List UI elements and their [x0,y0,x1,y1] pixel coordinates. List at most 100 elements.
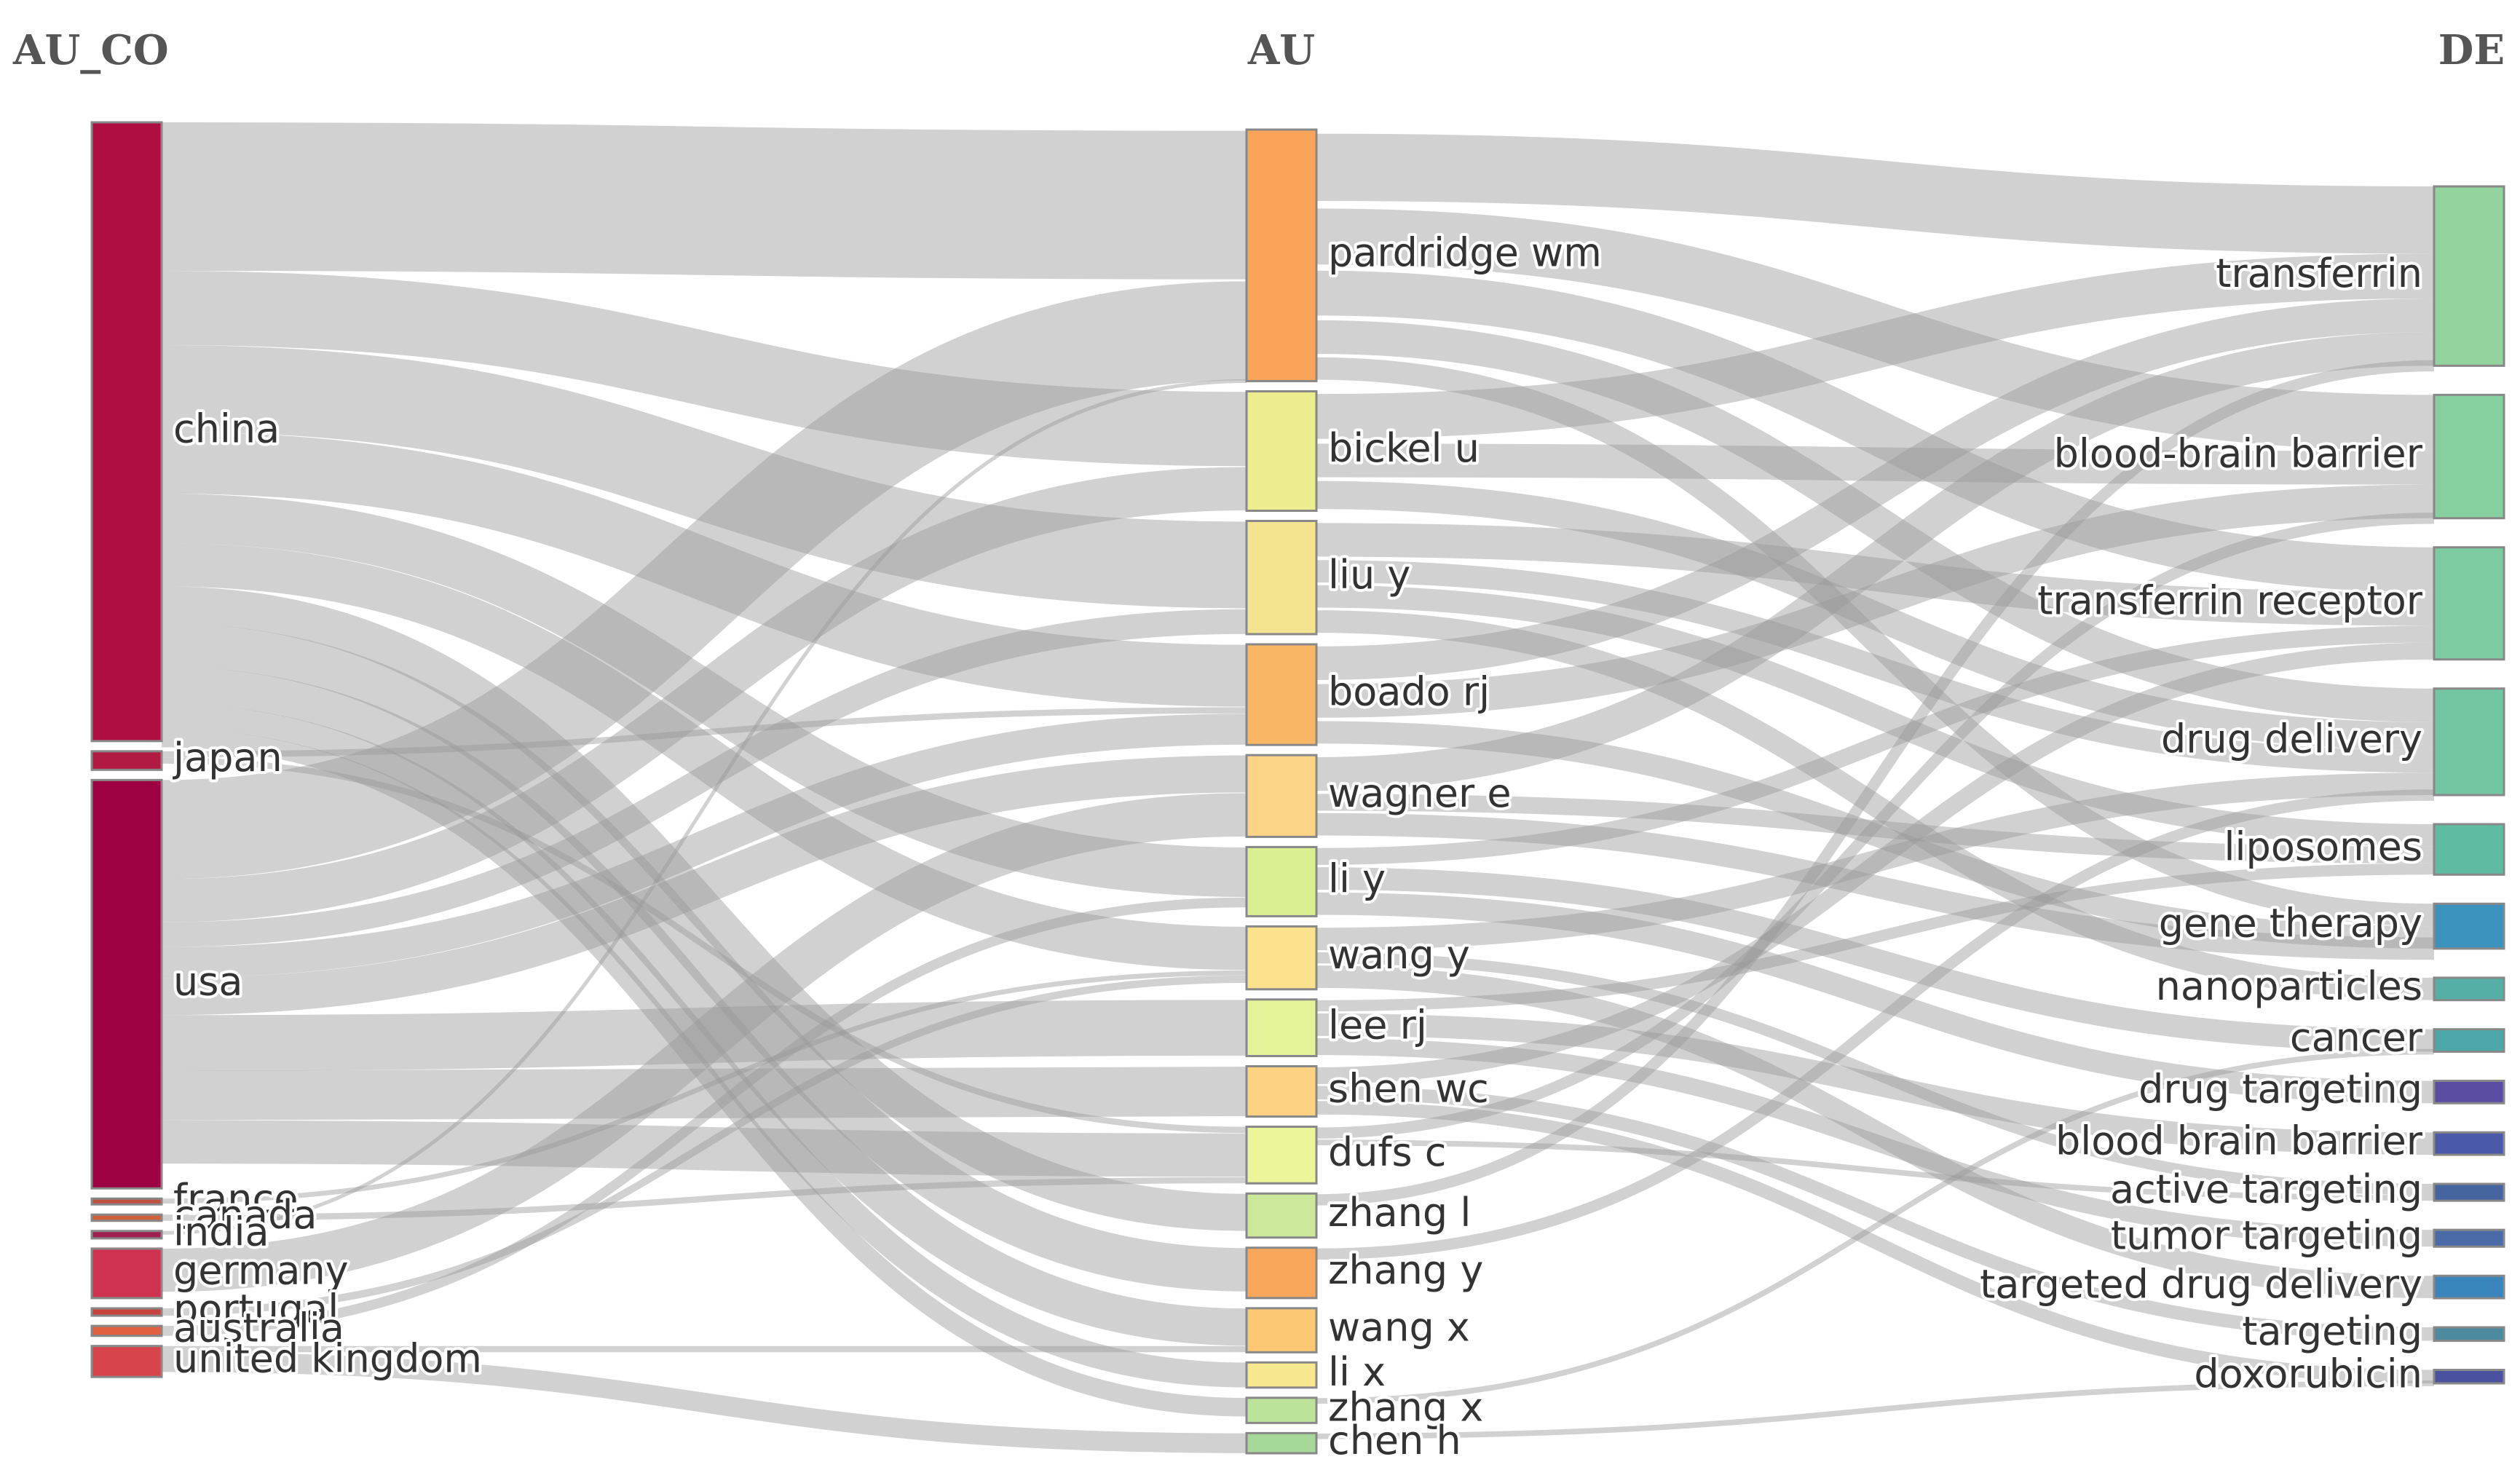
node-doxorubicin[interactable]: doxorubicin [2191,1348,2505,1399]
node-cancer[interactable]: cancer [2287,1012,2505,1064]
node-bar-lee-rj[interactable] [1245,998,1318,1057]
node-bar-australia[interactable] [90,1324,163,1337]
node-bar-portugal[interactable] [90,1307,163,1317]
node-bar-chen-h[interactable] [1245,1431,1318,1455]
link-wagner-e-to-liposomes [1316,794,2435,864]
node-bar-germany[interactable] [90,1247,163,1300]
link-china-to-liu-y [161,344,1247,609]
node-portugal[interactable]: portugal [90,1284,341,1335]
node-bar-li-x[interactable] [1245,1361,1318,1389]
node-bar-doxorubicin[interactable] [2433,1369,2505,1385]
node-wang-x[interactable]: wang x [1245,1302,1473,1353]
node-blood-brain-barrier[interactable]: blood brain barrier [2053,1115,2505,1166]
node-bar-boado-rj[interactable] [1245,643,1318,746]
node-label-lee-rj: lee rj [1328,1002,1427,1048]
node-bar-tumor-targeting[interactable] [2433,1228,2505,1248]
node-wang-y[interactable]: wang y [1245,925,1473,991]
node-wagner-e[interactable]: wagner e [1245,754,1514,838]
node-tumor-targeting[interactable]: tumor targeting [2108,1209,2505,1261]
node-bar-active-targeting[interactable] [2433,1182,2505,1202]
node-blood-brain-barrier[interactable]: blood-brain barrier [2051,393,2505,520]
link-usa-to-bickel-u [161,467,1247,922]
node-bar-dufs-c[interactable] [1245,1126,1318,1185]
node-bar-targeting[interactable] [2433,1326,2505,1343]
node-drug-delivery[interactable]: drug delivery [2158,687,2505,797]
node-bar-cancer[interactable] [2433,1028,2505,1053]
link-wagner-e-to-transferrin [1316,332,2435,791]
link-lee-rj-to-liposomes [1316,863,2435,1012]
node-bar-transferrin[interactable] [2433,185,2505,367]
node-bar-drug-targeting[interactable] [2433,1079,2505,1104]
node-transferrin[interactable]: transferrin [2213,185,2505,367]
link-usa-to-lee-rj [161,1000,1247,1071]
node-bar-usa[interactable] [90,778,163,1190]
link-australia-to-li-y [161,897,1247,1336]
node-lee-rj[interactable]: lee rj [1245,998,1430,1057]
node-liu-y[interactable]: liu y [1245,520,1413,636]
node-gene-therapy[interactable]: gene therapy [2156,898,2505,950]
node-usa[interactable]: usa [90,778,245,1190]
node-li-y[interactable]: li y [1245,845,1389,917]
node-bar-france[interactable] [90,1197,163,1206]
node-bar-shen-wc[interactable] [1245,1064,1318,1118]
link-bickel-u-to-transferrin [1316,253,2435,439]
node-pardridge-wm[interactable]: pardridge wm [1245,128,1605,382]
node-china[interactable]: china [90,121,283,743]
node-shen-wc[interactable]: shen wc [1245,1063,1492,1118]
node-bickel-u[interactable]: bickel u [1245,390,1482,513]
link-wang-y-to-drug-delivery [1316,772,2435,951]
node-canada[interactable]: canada [90,1189,320,1241]
node-bar-bickel-u[interactable] [1245,390,1318,513]
node-label-australia: australia [173,1305,344,1351]
node-bar-zhang-l[interactable] [1245,1192,1318,1239]
node-bar-drug-delivery[interactable] [2433,687,2505,797]
node-bar-gene-therapy[interactable] [2433,902,2505,950]
node-bar-wang-y[interactable] [1245,925,1318,991]
link-wang-y-to-active-targeting [1316,952,2435,1196]
node-active-targeting[interactable]: active targeting [2107,1163,2505,1215]
node-bar-wang-x[interactable] [1245,1307,1318,1353]
node-australia[interactable]: australia [90,1303,347,1354]
node-li-x[interactable]: li x [1245,1346,1389,1398]
node-bar-wagner-e[interactable] [1245,754,1318,838]
node-bar-liposomes[interactable] [2433,823,2505,876]
node-bar-zhang-x[interactable] [1245,1396,1318,1424]
node-bar-targeted-drug-delivery[interactable] [2433,1274,2505,1300]
node-zhang-y[interactable]: zhang y [1245,1244,1486,1300]
node-bar-li-y[interactable] [1245,845,1318,917]
node-india[interactable]: india [90,1206,272,1257]
node-targeted-drug-delivery[interactable]: targeted drug delivery [1977,1258,2505,1310]
node-label-wang-y: wang y [1328,932,1470,978]
node-bar-liu-y[interactable] [1245,520,1318,636]
node-france[interactable]: france [90,1173,301,1225]
node-bar-canada[interactable] [90,1213,163,1222]
node-bar-blood-brain-barrier[interactable] [2433,1131,2505,1156]
node-zhang-x[interactable]: zhang x [1245,1382,1486,1434]
node-bar-china[interactable] [90,121,163,743]
node-nanoparticles[interactable]: nanoparticles [2153,960,2505,1012]
node-japan[interactable]: japan [90,732,285,783]
node-targeting[interactable]: targeting [2239,1305,2505,1357]
node-bar-pardridge-wm[interactable] [1245,128,1318,382]
node-liposomes[interactable]: liposomes [2221,821,2505,876]
node-bar-nanoparticles[interactable] [2433,976,2505,1002]
node-united-kingdom[interactable]: united kingdom [90,1333,485,1385]
node-dufs-c[interactable]: dufs c [1245,1126,1450,1185]
link-united-kingdom-to-chen-h [161,1352,1247,1453]
node-bar-india[interactable] [90,1230,163,1240]
node-boado-rj[interactable]: boado rj [1245,643,1493,746]
node-bar-zhang-y[interactable] [1245,1246,1318,1300]
node-bar-blood-brain-barrier[interactable] [2433,393,2505,520]
link-india-to-pardridge-wm [161,379,1247,1235]
node-bar-japan[interactable] [90,750,163,771]
link-china-to-zhang-l [161,586,1247,1231]
node-chen-h[interactable]: chen h [1245,1415,1464,1466]
node-germany[interactable]: germany [90,1245,352,1300]
node-bar-transferrin-receptor[interactable] [2433,546,2505,661]
node-drug-targeting[interactable]: drug targeting [2136,1064,2505,1115]
node-transferrin-receptor[interactable]: transferrin receptor [2034,546,2505,661]
node-bar-united-kingdom[interactable] [90,1345,163,1378]
link-germany-to-wagner-e [161,793,1247,1292]
link-china-to-bickel-u [161,270,1247,467]
node-zhang-l[interactable]: zhang l [1245,1187,1474,1239]
